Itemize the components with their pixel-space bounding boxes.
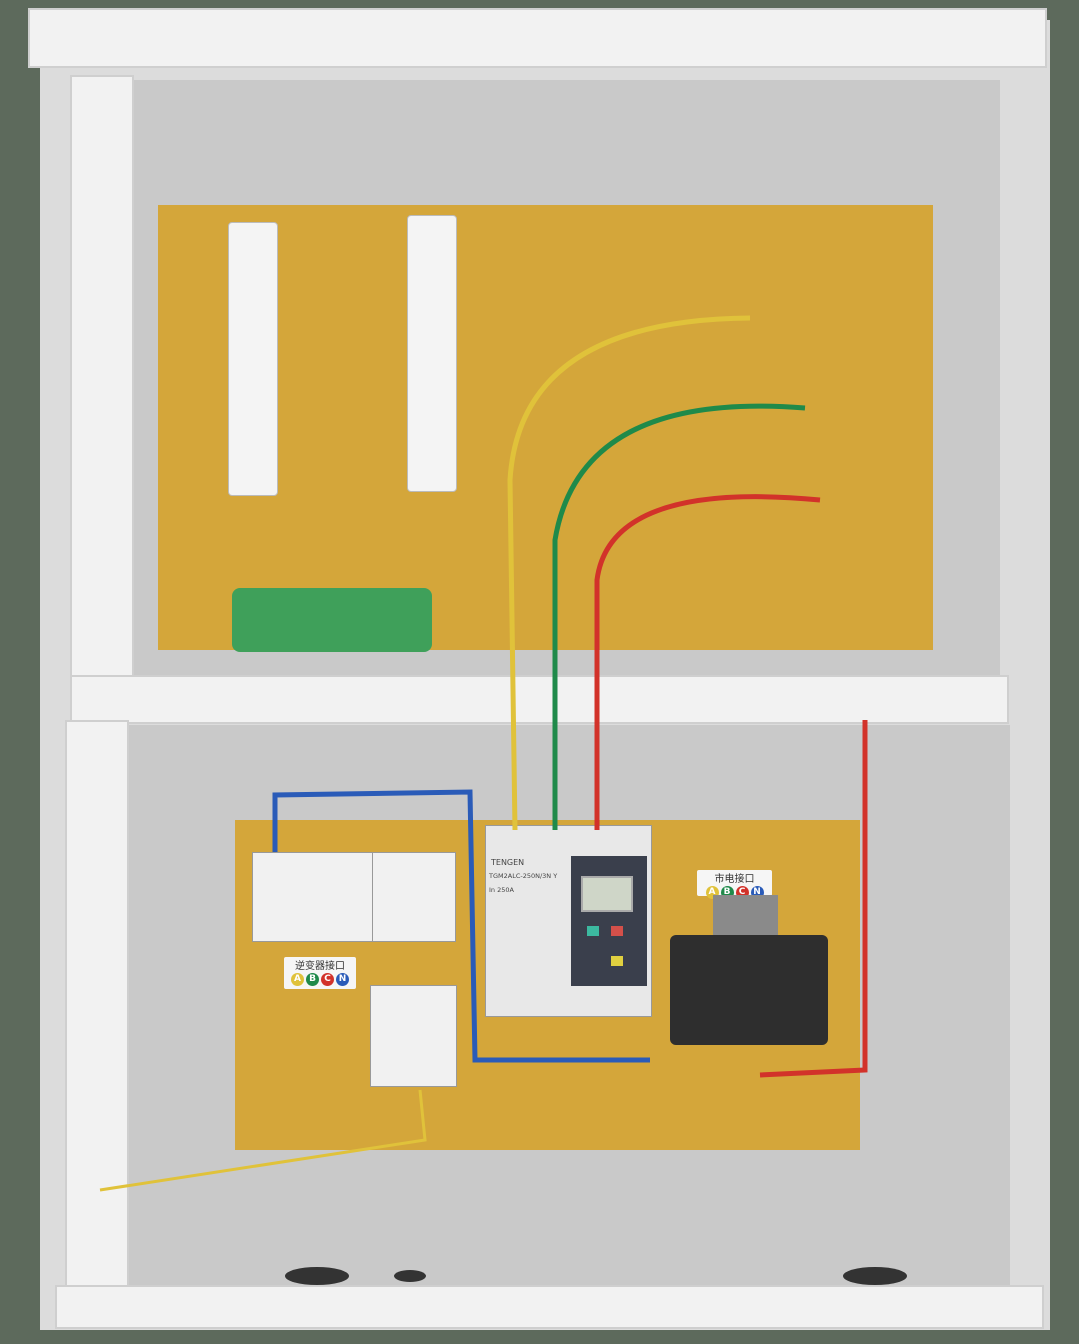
isolator-switch[interactable] <box>670 935 828 1045</box>
cable-hole <box>285 1267 349 1285</box>
cable-hole <box>843 1267 907 1285</box>
wire-red <box>594 494 821 830</box>
meter-bracket-left <box>228 222 278 496</box>
inverter-label-title: 逆变器接口 <box>295 961 345 972</box>
controller-panel <box>571 856 647 986</box>
bottom-wall <box>55 1285 1044 1329</box>
circuit-breaker-1 <box>252 852 374 942</box>
device-model: TGM2ALC-250N/3N Y <box>489 872 558 880</box>
cable-hole <box>394 1270 426 1282</box>
phase-b: B <box>306 973 319 986</box>
grid-label-title: 市电接口 <box>714 874 755 885</box>
upper-mounting-board <box>158 205 933 650</box>
device-rating: In 250A <box>489 886 514 894</box>
isolator-cover <box>713 895 778 940</box>
enclosure-top-lip <box>28 8 1047 68</box>
control-button[interactable] <box>587 926 599 936</box>
phase-n: N <box>336 973 349 986</box>
meter-bracket-right <box>407 215 457 492</box>
lower-left-wall <box>65 720 129 1314</box>
control-button[interactable] <box>611 956 623 966</box>
wire-blue <box>272 789 650 1063</box>
wire-yellow <box>507 315 751 831</box>
phase-c: C <box>321 973 334 986</box>
wire-earth <box>99 1089 427 1192</box>
transfer-switch: TENGEN TGM2ALC-250N/3N Y In 250A <box>485 825 652 1017</box>
surge-protector <box>370 985 457 1087</box>
control-button[interactable] <box>611 926 623 936</box>
phase-a: A <box>291 973 304 986</box>
wire-red-grid <box>759 720 868 1078</box>
lcd-display <box>581 876 633 912</box>
wire-green <box>552 403 806 830</box>
device-brand: TENGEN <box>491 858 525 867</box>
circuit-breaker-2 <box>372 852 456 942</box>
terminal-block <box>232 588 432 652</box>
upper-left-wall <box>70 75 134 684</box>
divider-shelf <box>70 675 1009 724</box>
